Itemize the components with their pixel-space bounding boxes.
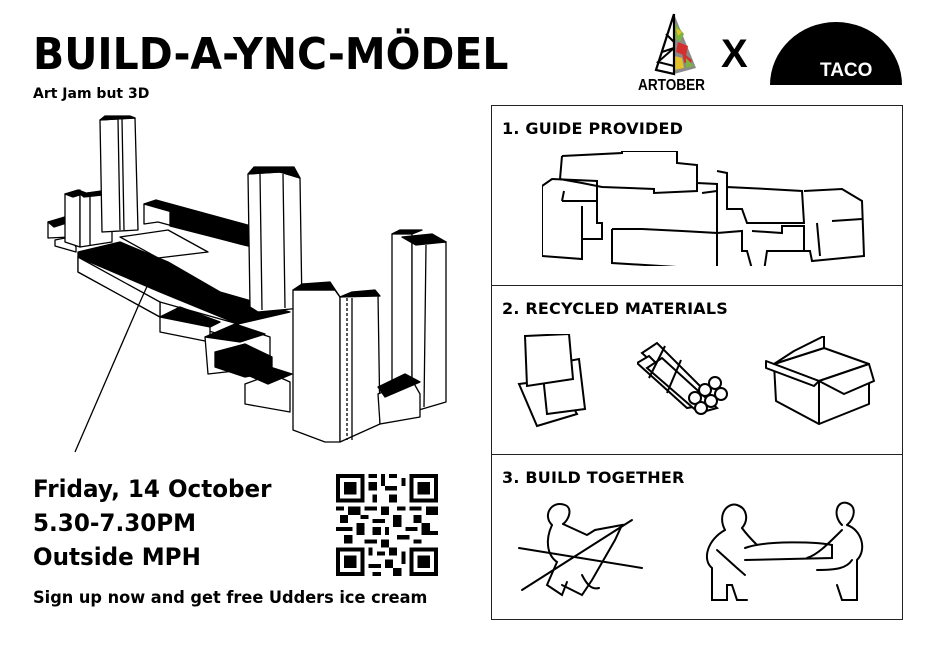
crossed-out-person-alone-icon [518, 503, 643, 597]
step-recycled-materials: 2. RECYCLED MATERIALS [492, 286, 902, 455]
artober-logo-icon [654, 13, 696, 76]
signup-qr-code-icon[interactable] [336, 474, 438, 576]
signup-promo-text: Sign up now and get free Udders ice crea… [33, 588, 428, 607]
two-people-carrying-icon [705, 501, 864, 601]
event-date: Friday, 14 October [33, 475, 272, 503]
step-3-title: 3. BUILD TOGETHER [502, 468, 685, 487]
rolled-tubes-bundle-icon [637, 341, 728, 415]
step-guide-provided: 1. GUIDE PROVIDED [492, 106, 902, 286]
paper-sheets-icon [517, 334, 587, 428]
event-details: Friday, 14 October 5.30-7.30PM Outside M… [33, 472, 272, 574]
taco-logo-text: TACO [820, 60, 873, 81]
event-location: Outside MPH [33, 543, 201, 571]
artober-logo-text: ARTOBER [638, 77, 706, 94]
event-time: 5.30-7.30PM [33, 509, 197, 537]
taco-logo-icon [770, 22, 902, 85]
collab-separator: X [721, 32, 748, 76]
poster-title: BUILD-A-YNC-MÖDEL [33, 29, 509, 80]
steps-panel: 1. GUIDE PROVIDED 2. RECYCLED MATERIALS [491, 105, 903, 620]
poster-subtitle: Art Jam but 3D [33, 86, 150, 102]
step-build-together: 3. BUILD TOGETHER [492, 455, 902, 620]
isometric-building-model-icon [47, 115, 447, 453]
floor-plan-icon [542, 151, 866, 266]
step-2-title: 2. RECYCLED MATERIALS [502, 299, 728, 318]
step-1-title: 1. GUIDE PROVIDED [502, 119, 684, 138]
cardboard-box-icon [765, 336, 875, 425]
